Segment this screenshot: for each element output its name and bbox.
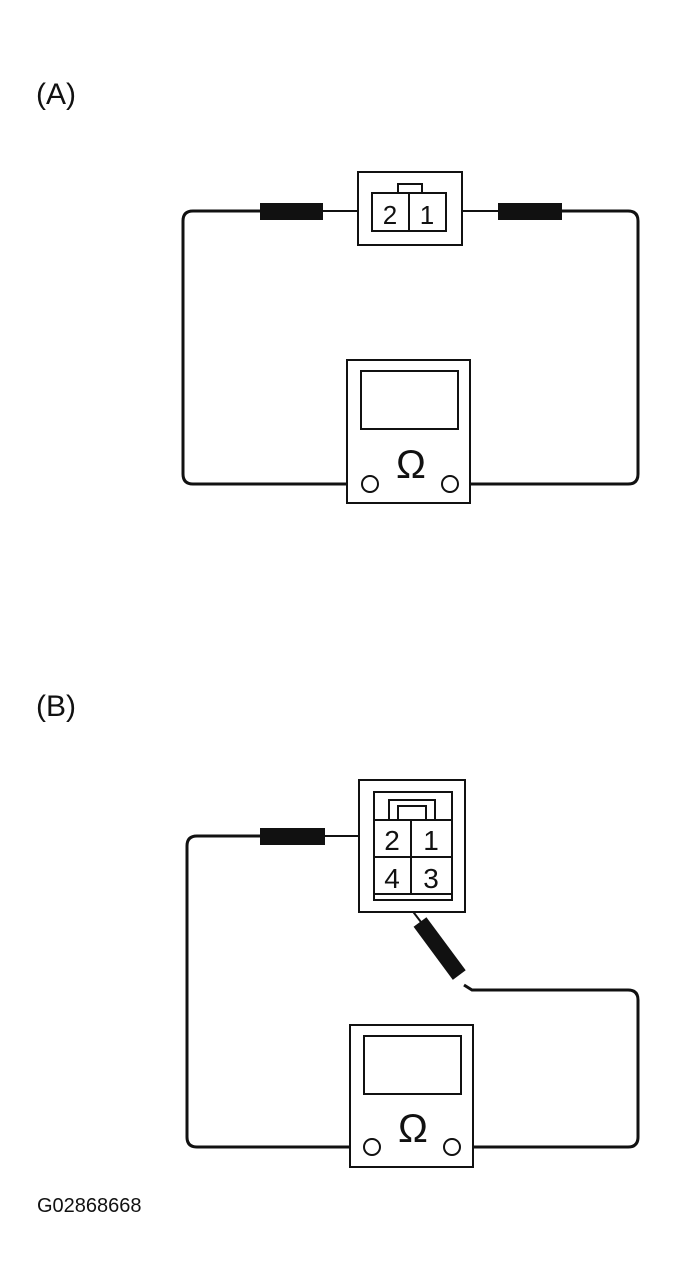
diagram-b-probe-angled (413, 917, 466, 980)
diagram-b-wire-right (460, 983, 640, 1149)
diagram-b-meter-display (363, 1035, 462, 1095)
diagram-b-pin-3: 3 (423, 863, 439, 894)
diagram-a: (A) 2 1 Ω (36, 78, 640, 504)
diagram-a-meter-terminal-left (361, 475, 379, 493)
diagram-a-pin-2: 2 (383, 200, 397, 230)
diagram-b-pin-1: 1 (423, 825, 439, 856)
diagram-b-pin-2: 2 (384, 825, 400, 856)
diagram-a-probe-right (498, 203, 562, 220)
diagram-b-wire-left (185, 834, 364, 1149)
diagram-b-label: (B) (36, 690, 76, 723)
diagram-a-probe-left (260, 203, 323, 220)
diagram-a-ohmmeter: Ω (346, 359, 471, 504)
diagram-a-wire-left (181, 209, 362, 486)
diagram-b-pin-4: 4 (384, 863, 400, 894)
diagram-a-wire-right (458, 209, 640, 486)
diagram-b-ohmmeter: Ω (349, 1024, 474, 1168)
diagram-b-connector: 2 1 4 3 (358, 779, 466, 913)
figure-code: G02868668 (37, 1195, 142, 1217)
diagram-a-connector: 2 1 (357, 171, 463, 246)
diagram-b-ohm-symbol: Ω (398, 1107, 428, 1151)
diagram-a-label: (A) (36, 78, 76, 111)
diagram-a-meter-display (360, 370, 459, 430)
diagram-a-ohm-symbol: Ω (396, 443, 426, 487)
diagram-a-pin-1: 1 (420, 200, 434, 230)
diagram-a-meter-terminal-right (441, 475, 459, 493)
diagram-b-meter-terminal-right (443, 1138, 461, 1156)
diagram-b: (B) 2 1 4 3 Ω (36, 690, 640, 1168)
diagram-b-meter-terminal-left (363, 1138, 381, 1156)
diagram-b-probe-left (260, 828, 325, 845)
